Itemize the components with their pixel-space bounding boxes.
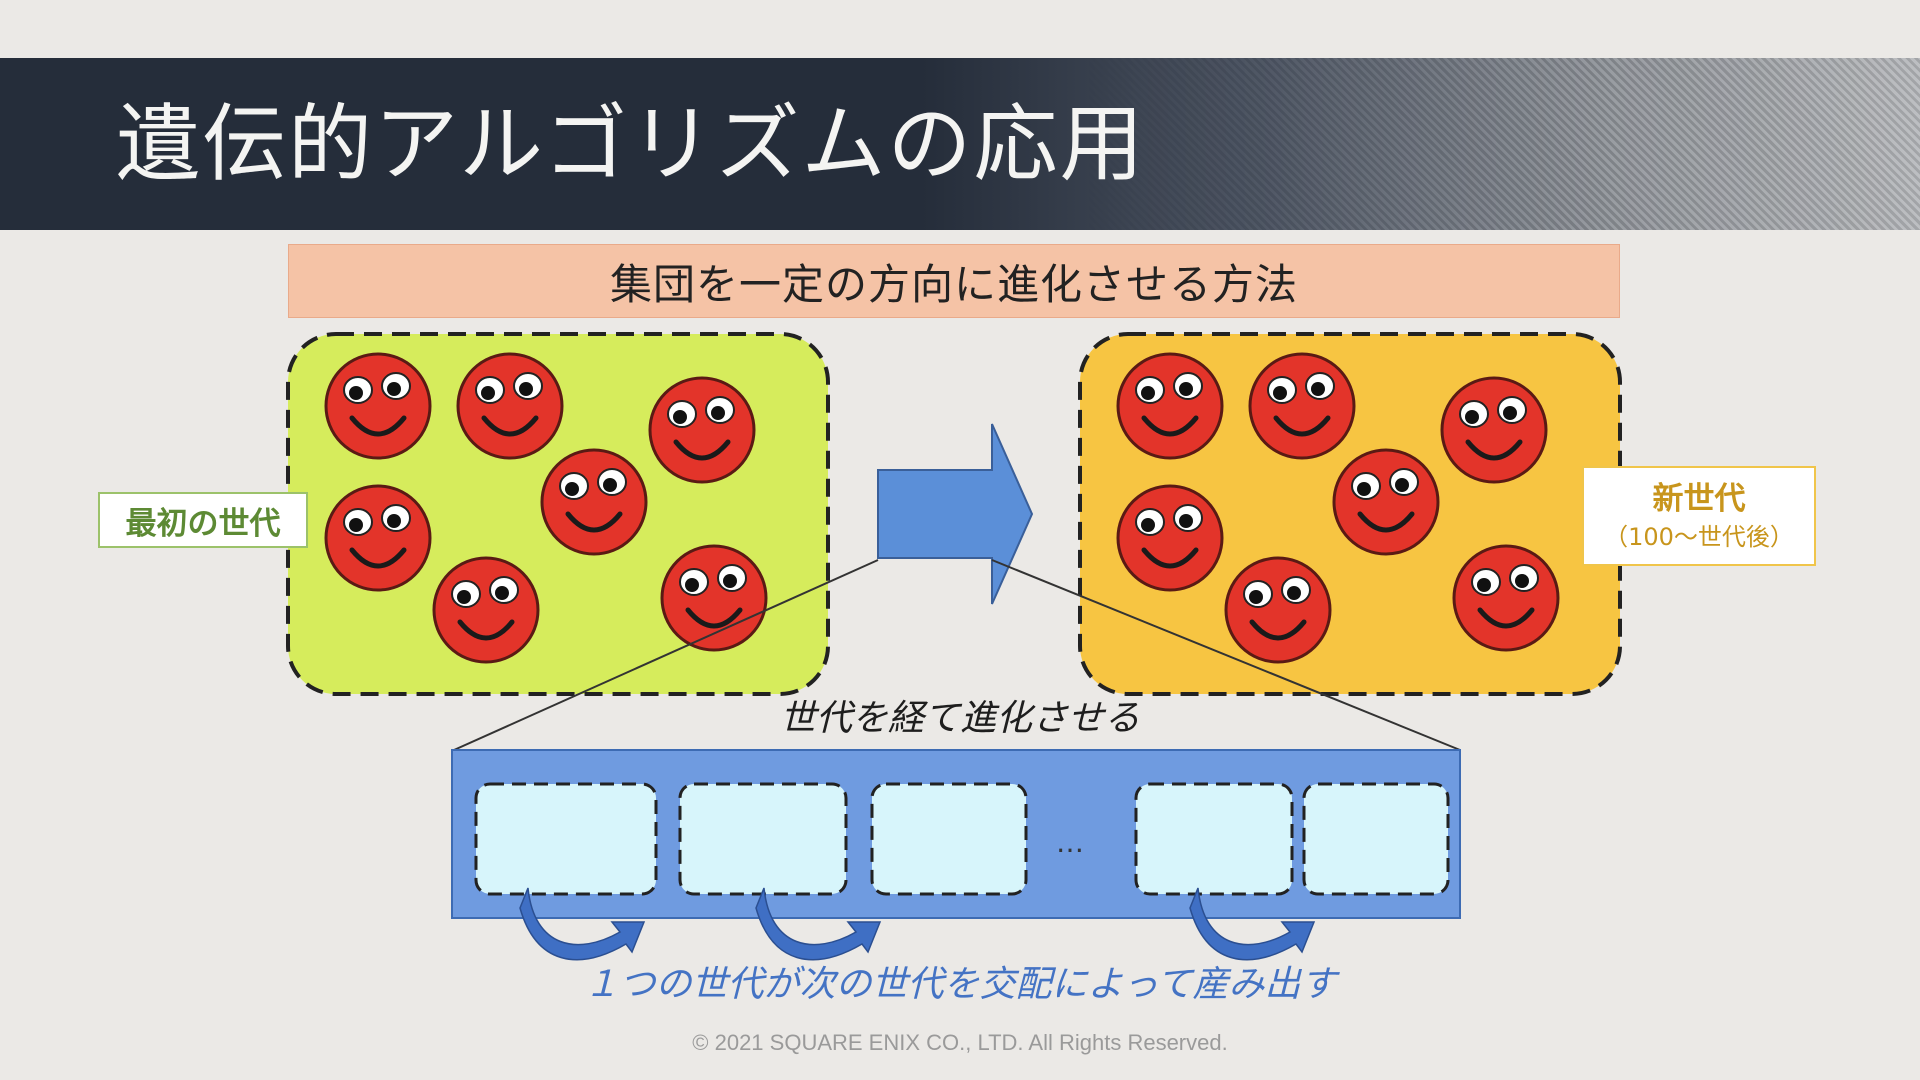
smiley-face-icon — [542, 450, 646, 554]
generation-cell — [1302, 782, 1450, 896]
new-generation-subtext: （100～世代後） — [1604, 522, 1794, 551]
smiley-face-icon — [1442, 378, 1546, 482]
smiley-face-icon — [1334, 450, 1438, 554]
smiley-face-icon — [1250, 354, 1354, 458]
first-generation-label: 最初の世代 — [98, 492, 308, 548]
evolve-caption: 世代を経て進化させる — [779, 698, 1140, 739]
generation-cell — [474, 782, 658, 896]
slide-title: 遺伝的アルゴリズムの応用 — [116, 95, 1146, 193]
title-banner — [0, 58, 1920, 230]
generation-cell — [870, 782, 1028, 896]
ellipsis: … — [1056, 826, 1084, 859]
smiley-face-icon — [458, 354, 562, 458]
smiley-face-icon — [326, 354, 430, 458]
new-generation-text: 新世代 — [1652, 480, 1746, 517]
generation-cell — [1134, 782, 1294, 896]
new-generation-label: 新世代 （100～世代後） — [1582, 466, 1816, 566]
smiley-face-icon — [1118, 486, 1222, 590]
zoom-line-right — [991, 559, 1461, 751]
smiley-face-icon — [650, 378, 754, 482]
subtitle-box: 集団を一定の方向に進化させる方法 — [288, 244, 1620, 318]
copyright-notice: © 2021 SQUARE ENIX CO., LTD. All Rights … — [692, 1030, 1228, 1055]
subtitle-text: 集団を一定の方向に進化させる方法 — [609, 259, 1298, 309]
right-arrow-icon — [877, 423, 1034, 605]
smiley-face-icon — [1118, 354, 1222, 458]
smiley-face-icon — [1454, 546, 1558, 650]
smiley-face-icon — [1226, 558, 1330, 662]
generation-cell — [678, 782, 848, 896]
smiley-face-icon — [326, 486, 430, 590]
crossover-caption: １つの世代が次の世代を交配によって産み出す — [583, 964, 1337, 1005]
smiley-face-icon — [434, 558, 538, 662]
zoom-line-left — [453, 559, 879, 751]
first-generation-text: 最初の世代 — [125, 505, 281, 542]
